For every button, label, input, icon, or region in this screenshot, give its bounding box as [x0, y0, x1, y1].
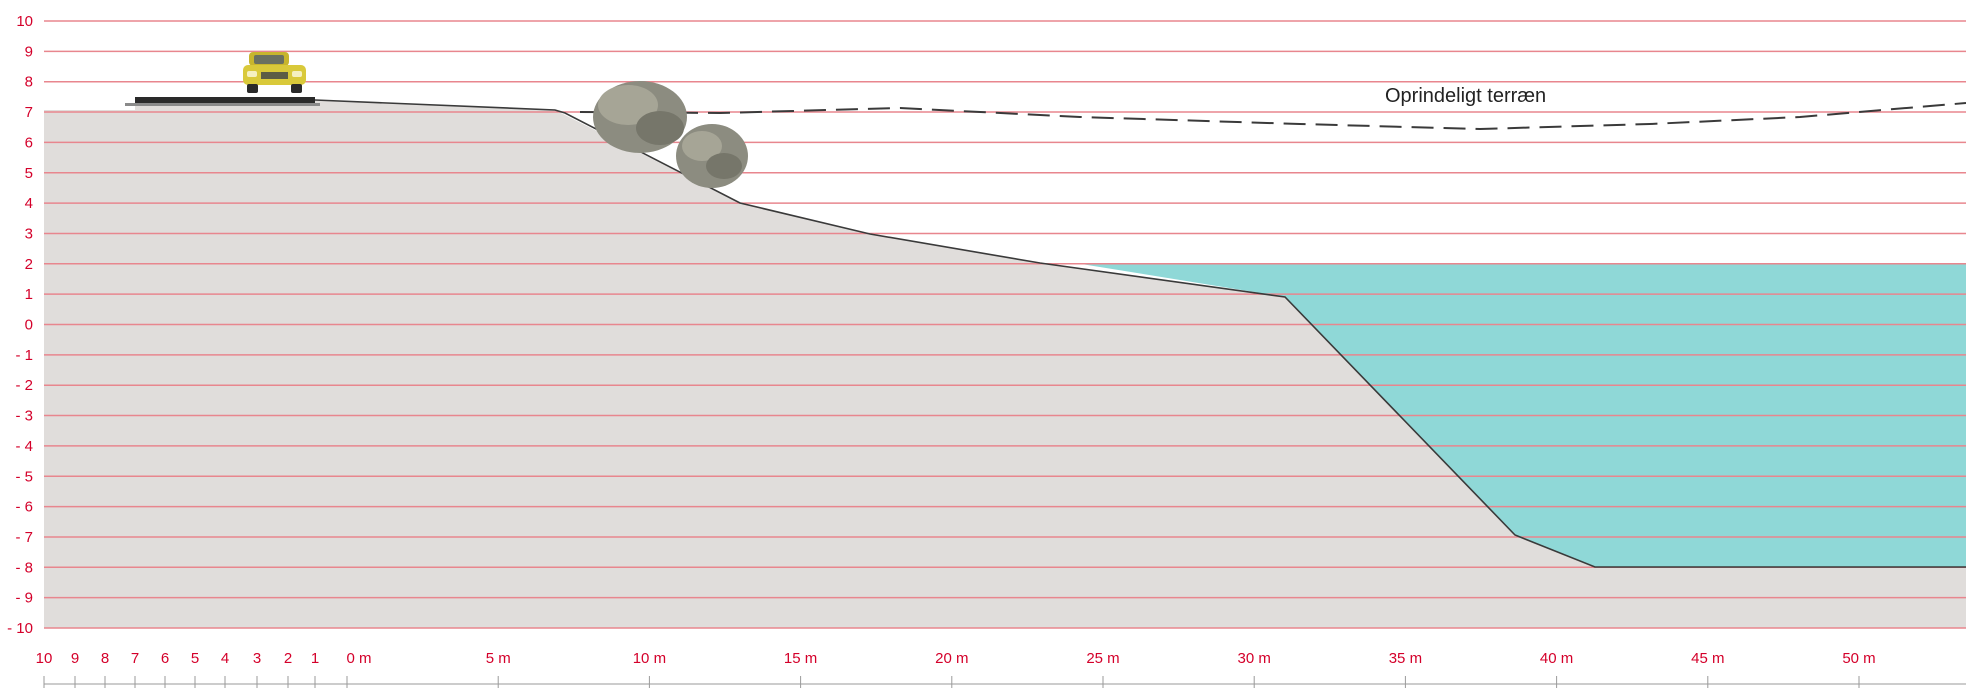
elevation-gridlines [44, 20, 1966, 629]
elevation-label: 1 [25, 286, 33, 303]
distance-label: 50 m [1842, 650, 1875, 667]
elevation-label: - 7 [15, 529, 33, 546]
road-base [125, 103, 320, 106]
original-terrain-label: Oprindeligt terræn [1385, 85, 1546, 107]
distance-label: 45 m [1691, 650, 1724, 667]
car-icon [243, 52, 306, 93]
distance-label: 5 [191, 650, 199, 667]
elevation-label: - 8 [15, 559, 33, 576]
elevation-label: - 4 [15, 438, 33, 455]
ground-profile [44, 100, 1966, 628]
distance-label: 2 [284, 650, 292, 667]
elevation-label: 0 [25, 317, 33, 334]
elevation-label: 5 [25, 165, 33, 182]
terrain-surface-line [314, 99, 1966, 568]
distance-label: 9 [71, 650, 79, 667]
distance-label: 5 m [486, 650, 511, 667]
distance-label: 1 [311, 650, 319, 667]
distance-label: 7 [131, 650, 139, 667]
distance-label: 40 m [1540, 650, 1573, 667]
distance-label: 25 m [1086, 650, 1119, 667]
road-surface [135, 97, 315, 103]
elevation-label: 8 [25, 74, 33, 91]
distance-label: 0 m [346, 650, 371, 667]
elevation-label: - 6 [15, 499, 33, 516]
distance-label: 8 [101, 650, 109, 667]
elevation-label: - 5 [15, 468, 33, 485]
distance-label: 15 m [784, 650, 817, 667]
elevation-label: - 3 [15, 408, 33, 425]
elevation-label: - 9 [15, 590, 33, 607]
elevation-label: 4 [25, 195, 33, 212]
distance-label: 20 m [935, 650, 968, 667]
distance-label: 30 m [1238, 650, 1271, 667]
bush-icon [593, 81, 748, 188]
elevation-label: 3 [25, 225, 33, 242]
elevation-label: - 2 [15, 377, 33, 394]
distance-label: 6 [161, 650, 169, 667]
elevation-label: 7 [25, 104, 33, 121]
elevation-label: - 10 [7, 620, 33, 637]
elevation-label: 9 [25, 43, 33, 60]
distance-label: 3 [253, 650, 261, 667]
distance-label: 10 m [633, 650, 666, 667]
distance-label: 4 [221, 650, 229, 667]
distance-label: 10 [36, 650, 53, 667]
distance-label: 35 m [1389, 650, 1422, 667]
elevation-label: 6 [25, 134, 33, 151]
original-terrain-dashed-line [579, 102, 1966, 131]
elevation-label: 10 [16, 13, 33, 30]
elevation-label: - 1 [15, 347, 33, 364]
elevation-label: 2 [25, 256, 33, 273]
